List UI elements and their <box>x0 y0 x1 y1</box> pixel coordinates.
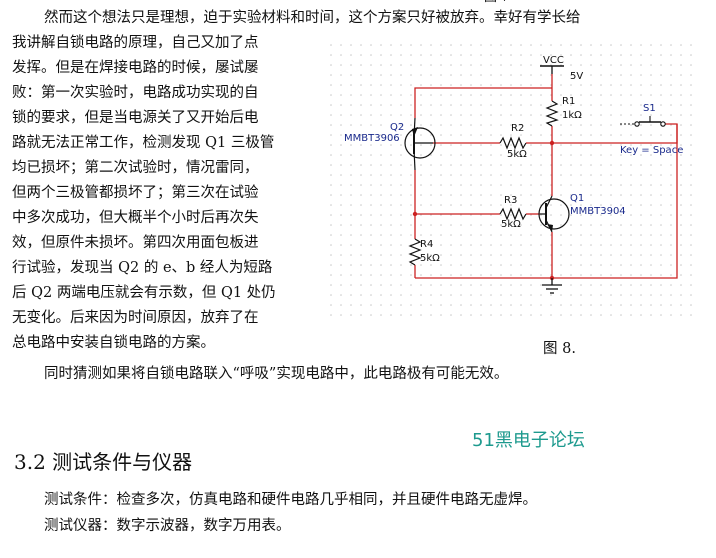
s1-label: S1 <box>643 103 656 114</box>
r1-resistor <box>545 100 559 127</box>
self-lock-circuit-schematic: VCC 5V R1 1kΩ S1 Key = Space Q2 MMBT3906… <box>330 44 700 320</box>
schematic-dot-grid <box>330 44 700 320</box>
s1-key: Key = Space <box>620 145 683 156</box>
paragraph-1-line: 行试验，发现当 Q2 的 e、b 经人为短路 <box>12 260 273 276</box>
paragraph-2: 同时猜测如果将自锁电路联入“呼吸”实现电路中，此电路极有可能无效。 <box>44 366 509 382</box>
r2-value: 5kΩ <box>507 149 527 160</box>
r4-label: R4 <box>420 239 433 250</box>
paragraph-1-line: 我讲解自锁电路的原理，自己又加了点 <box>12 35 259 51</box>
q1-transistor <box>538 195 570 233</box>
figure-7-caption: 图 7 <box>484 0 509 5</box>
paragraph-1-line: 败：第一次实验时，电路成功实现的自 <box>12 85 259 101</box>
r3-resistor <box>499 207 527 221</box>
forum-watermark: 51黑电子论坛 <box>472 430 585 451</box>
r3-value: 5kΩ <box>501 219 521 230</box>
r4-value: 5kΩ <box>420 253 440 264</box>
test-instruments-line: 测试仪器：数字示波器，数字万用表。 <box>44 518 291 534</box>
r2-resistor <box>499 136 527 150</box>
paragraph-1-line: 中多次成功，但大概半个小时后再次失 <box>12 210 259 226</box>
test-conditions-line: 测试条件：检查多次，仿真电路和硬件电路几乎相同，并且硬件电路无虚焊。 <box>44 492 537 508</box>
paragraph-1-line: 但两个三极管都损坏了；第三次在试验 <box>12 185 259 201</box>
r1-label: R1 <box>562 96 575 107</box>
figure-8-caption: 图 8. <box>543 341 576 357</box>
q2-transistor <box>404 117 436 171</box>
paragraph-1-line: 后 Q2 两端电压就会有示数，但 Q1 处仍 <box>12 285 276 301</box>
circuit-junctions <box>412 140 555 281</box>
vcc-value: 5V <box>570 71 583 82</box>
paragraph-1-line: 路就无法正常工作，检测发现 Q1 三极管 <box>12 135 275 151</box>
paragraph-1-line: 效，但原件未损坏。第四次用面包板进 <box>12 235 259 251</box>
paragraph-1-line: 无变化。后来因为时间原因，放弃了在 <box>12 310 259 326</box>
r4-resistor <box>408 238 422 266</box>
paragraph-1-line: 发挥。但是在焊接电路的时候，屡试屡 <box>12 60 259 76</box>
paragraph-1-line: 总电路中安装自锁电路的方案。 <box>12 335 215 351</box>
r2-label: R2 <box>511 123 524 134</box>
r1-value: 1kΩ <box>562 110 582 121</box>
ground-symbol <box>542 278 562 294</box>
q2-model: MMBT3906 <box>344 133 400 144</box>
paragraph-1-first-line: 然而这个想法只是理想，迫于实验材料和时间，这个方案只好被放弃。幸好有学长给 <box>44 10 581 26</box>
q2-label: Q2 <box>390 122 404 133</box>
q1-model: MMBT3904 <box>570 206 626 217</box>
q1-label: Q1 <box>570 193 584 204</box>
circuit-wires <box>414 74 678 279</box>
paragraph-1-line: 锁的要求，但是当电源关了又开始后电 <box>12 110 259 126</box>
section-heading: 3.2 测试条件与仪器 <box>14 450 193 474</box>
vcc-symbol <box>540 65 564 74</box>
vcc-label: VCC <box>543 55 564 66</box>
s1-switch <box>620 116 666 127</box>
paragraph-1-line: 均已损坏；第二次试验时，情况雷同， <box>12 160 259 176</box>
r3-label: R3 <box>504 195 517 206</box>
